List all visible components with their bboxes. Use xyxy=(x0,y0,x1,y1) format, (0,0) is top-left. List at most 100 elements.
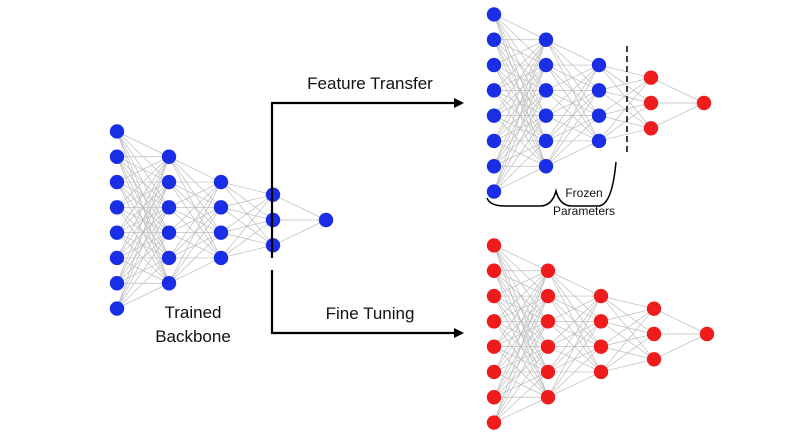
trained-neuron-node xyxy=(109,250,125,266)
network-edge xyxy=(493,396,549,423)
network-edge xyxy=(545,64,600,167)
trainable-neuron-node xyxy=(540,339,556,354)
network-edge xyxy=(220,244,274,259)
network-edge xyxy=(600,358,655,373)
trained-neuron-node xyxy=(486,57,502,73)
network-edge xyxy=(493,165,547,192)
network-edge xyxy=(493,245,549,272)
network-edge xyxy=(493,39,547,167)
network-edge xyxy=(598,64,652,79)
network-edge xyxy=(493,270,549,373)
network-edge xyxy=(220,194,274,233)
network-edge xyxy=(653,333,708,360)
network-edge xyxy=(545,64,600,91)
network-edge xyxy=(116,156,170,233)
network-edge xyxy=(598,127,652,142)
fine-tuning-edges xyxy=(493,245,708,423)
frozen-brace xyxy=(486,161,617,207)
network-edge xyxy=(116,181,170,309)
backbone-network xyxy=(109,124,334,316)
network-edge xyxy=(598,77,652,91)
network-edge xyxy=(493,39,547,66)
network-edge xyxy=(493,295,549,423)
trained-neuron-node xyxy=(109,200,125,215)
network-edge xyxy=(493,140,547,192)
network-edge xyxy=(547,295,602,398)
trainable-neuron-node xyxy=(646,301,662,316)
network-edge xyxy=(547,346,602,398)
network-edge xyxy=(547,270,602,297)
trainable-neuron-node xyxy=(540,263,556,278)
feature-transfer-arrow xyxy=(270,98,464,258)
network-edge xyxy=(493,346,549,423)
network-edge xyxy=(598,77,652,142)
trained-neuron-node xyxy=(213,225,229,240)
trained-neuron-node xyxy=(161,276,177,291)
trained-neuron-node xyxy=(591,133,607,149)
trainable-neuron-node xyxy=(646,326,662,342)
trained-neuron-node xyxy=(486,159,502,174)
trained-neuron-node xyxy=(161,225,177,240)
trained-neuron-node xyxy=(538,83,554,98)
network-edge xyxy=(168,181,222,208)
trained-neuron-node xyxy=(161,200,177,215)
trained-neuron-node xyxy=(213,250,229,266)
trained-neuron-node xyxy=(161,174,177,190)
network-edge xyxy=(168,181,222,259)
network-edge xyxy=(493,39,547,116)
trainable-neuron-node xyxy=(643,70,659,85)
trained-neuron-node xyxy=(109,149,125,164)
trained-neuron-node xyxy=(486,83,502,98)
trained-neuron-node xyxy=(486,133,502,149)
fine-tuning-network xyxy=(486,238,715,430)
network-edge xyxy=(168,181,222,284)
network-edge xyxy=(116,232,170,309)
network-edge xyxy=(116,282,170,309)
trained-neuron-node xyxy=(486,184,502,199)
trained-neuron-node xyxy=(591,83,607,98)
trainable-neuron-node xyxy=(540,314,556,329)
trainable-neuron-node xyxy=(593,314,609,329)
trainable-neuron-node xyxy=(486,339,502,354)
network-edge xyxy=(547,295,602,322)
network-edge xyxy=(116,257,170,309)
trainable-neuron-node xyxy=(486,288,502,304)
trained-neuron-node xyxy=(109,301,125,316)
network-edge xyxy=(168,181,222,233)
network-edge xyxy=(116,156,170,309)
trained-neuron-node xyxy=(161,149,177,164)
network-edge xyxy=(493,270,549,347)
network-edge xyxy=(493,371,549,423)
feature-transfer-label: Feature Transfer xyxy=(307,74,433,93)
trained-neuron-node xyxy=(213,174,229,190)
trained-neuron-node xyxy=(538,108,554,123)
backbone-label-line1: Trained xyxy=(164,303,221,322)
trained-neuron-node xyxy=(486,108,502,123)
network-edge xyxy=(168,156,222,183)
network-edge xyxy=(168,232,222,284)
network-edge xyxy=(493,270,549,322)
trained-neuron-node xyxy=(109,174,125,190)
trainable-neuron-node xyxy=(593,364,609,380)
network-edge xyxy=(545,90,600,167)
trainable-neuron-node xyxy=(593,288,609,304)
network-edge xyxy=(493,270,549,398)
trainable-neuron-node xyxy=(486,415,502,430)
network-edge xyxy=(600,308,655,347)
network-edge xyxy=(600,333,655,373)
network-edge xyxy=(547,295,602,347)
network-edge xyxy=(116,207,170,309)
network-edge xyxy=(493,14,547,41)
network-edge xyxy=(493,39,547,142)
trainable-neuron-node xyxy=(486,390,502,405)
trained-neuron-node xyxy=(109,225,125,240)
trainable-neuron-node xyxy=(696,95,712,111)
frozen-label-line2: Parameters xyxy=(553,204,615,218)
trained-neuron-node xyxy=(109,124,125,139)
trained-neuron-node xyxy=(591,57,607,73)
trained-neuron-node xyxy=(591,108,607,123)
network-edge xyxy=(168,207,222,284)
frozen-label-line1: Frozen xyxy=(565,186,602,200)
